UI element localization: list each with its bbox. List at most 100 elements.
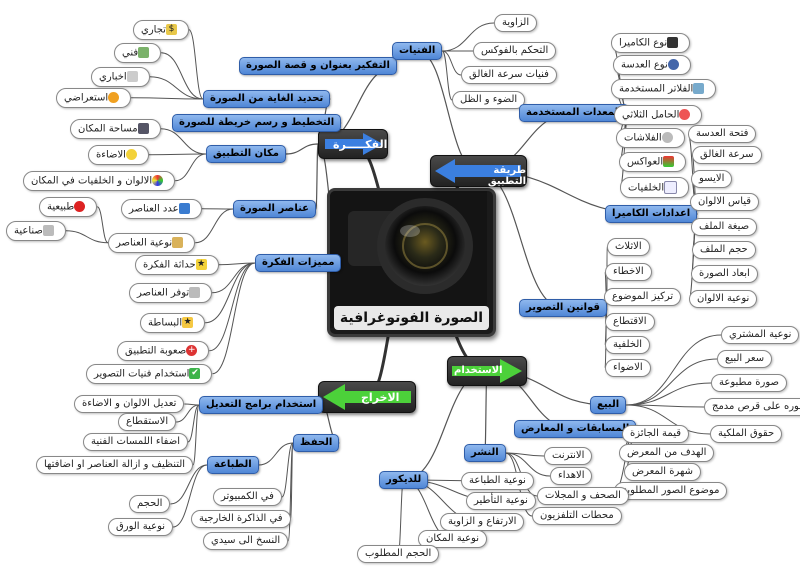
leaf-equip-backgrounds[interactable]: الخلفيات (620, 177, 690, 198)
leaf-publish-press[interactable]: الصحف و المجلات (537, 487, 629, 505)
leaf-decor-size[interactable]: الحجم المطلوب (357, 545, 440, 563)
leaf-equip-camera[interactable]: نوع الكاميرا (611, 33, 691, 53)
leaf-equip-flash[interactable]: الفلاشات (616, 128, 685, 148)
leaf-art-light-shadow[interactable]: الضوء و الظل (452, 91, 526, 109)
leaf-feature-techniques[interactable]: ✔استخدام فنيات التصوير (86, 364, 213, 384)
connector (161, 52, 204, 100)
leaf-purpose-news[interactable]: اخباري (91, 67, 150, 87)
leaf-art-angle[interactable]: الزاوية (494, 14, 538, 32)
node-decor[interactable]: للديكور (379, 471, 429, 489)
leaf-setting-color-type[interactable]: نوعية الالوان (689, 290, 758, 308)
leaf-decor-print[interactable]: نوعية الطباعة (461, 472, 534, 490)
leaf-place-light[interactable]: الاضاءة (88, 145, 149, 165)
star-icon: ★ (195, 259, 207, 270)
leaf-decor-frame[interactable]: نوعية التأطير (466, 492, 536, 510)
leaf-soft-crop[interactable]: الاستقطاع (118, 413, 177, 431)
branch-direction[interactable]: الاخراج (318, 381, 416, 413)
leaf-elements-count[interactable]: عدد العناصر (121, 199, 202, 219)
leaf-law-mistakes[interactable]: الاخطاء (605, 263, 652, 281)
leaf-soft-art[interactable]: اضفاء اللمسات الفنية (83, 433, 189, 451)
node-equipment[interactable]: المعدات المستخدمة (519, 104, 629, 122)
leaf-decor-height[interactable]: الارتفاع و الزاوية (440, 513, 525, 531)
node-purpose[interactable]: تحديد الغاية من الصورة (203, 90, 331, 108)
node-print[interactable]: الطباعة (207, 456, 259, 474)
leaf-purpose-showcase[interactable]: استعراضي (56, 88, 132, 108)
leaf-print-size[interactable]: الحجم (129, 495, 171, 513)
leaf-equip-tripod[interactable]: الحامل الثلاثي (614, 105, 703, 125)
leaf-law-lights[interactable]: الاضواء (605, 359, 651, 377)
leaf-equip-filters[interactable]: الفلاتر المستخدمة (611, 79, 717, 99)
leaf-art-shutter[interactable]: فنيات سرعة الغالق (461, 66, 557, 84)
leaf-decor-place[interactable]: نوعية المكان (418, 530, 487, 548)
node-elements[interactable]: عناصر الصورة (233, 200, 316, 218)
node-contests[interactable]: المسابقات و المعارض (514, 420, 637, 438)
leaf-contest-prize[interactable]: قيمة الجائزة (622, 425, 689, 443)
node-settings[interactable]: اعدادات الكاميرا (605, 205, 698, 223)
leaf-type-industrial[interactable]: صناعية (6, 221, 66, 241)
leaf-sale-cd[interactable]: صوره على قرص مدمج (704, 398, 800, 416)
leaf-place-colors[interactable]: الالوان و الخلفيات في المكان (23, 171, 176, 191)
node-save[interactable]: الحفظ (293, 434, 340, 452)
node-sale[interactable]: البيع (590, 396, 627, 414)
leaf-law-crop[interactable]: الاقتطاع (605, 313, 655, 331)
leaf-soft-color[interactable]: تعديل الالوان و الاضاءة (74, 395, 185, 413)
leaf-place-area[interactable]: مساحة المكان (70, 119, 161, 139)
leaf-publish-gift[interactable]: الاهداء (550, 467, 593, 485)
branch-usage[interactable]: الاستخدام (447, 356, 527, 386)
leaf-contest-goal[interactable]: الهدف من المعرض (619, 444, 715, 462)
leaf-save-external[interactable]: في الذاكرة الخارجية (191, 510, 291, 528)
leaf-purpose-commercial[interactable]: $تجاري (133, 20, 189, 40)
leaf-feature-difficulty[interactable]: +صعوبة التطبيق (117, 341, 210, 361)
leaf-setting-size[interactable]: حجم الملف (692, 241, 756, 259)
leaf-elements-type[interactable]: نوعية العناصر (108, 233, 196, 253)
node-place[interactable]: مكان التطبيق (206, 145, 286, 163)
leaf-sale-buyer[interactable]: نوعية المشتري (721, 326, 800, 344)
leaf-sale-price[interactable]: سعر البيع (717, 350, 773, 368)
node-title-story[interactable]: التفكير بعنوان و قصة الصورة (239, 57, 397, 75)
leaf-equip-lens[interactable]: نوع العدسة (613, 55, 691, 75)
leaf-art-focus[interactable]: التحكم بالفوكس (473, 42, 557, 60)
leaf-law-focus[interactable]: تركيز الموضوع (604, 288, 682, 306)
leaf-setting-format[interactable]: صيغة الملف (691, 218, 758, 236)
leaf-setting-iso[interactable]: الايسو (691, 170, 733, 188)
leaf-save-cd[interactable]: النسخ الى سيدي (203, 532, 289, 550)
connector (65, 230, 109, 244)
connector (187, 404, 200, 443)
lens-icon (667, 59, 679, 70)
leaf-feature-simplicity[interactable]: ★البساطة (140, 313, 206, 333)
node-features[interactable]: مميزات الفكرة (255, 254, 342, 272)
node-laws[interactable]: قوانين التصوير (519, 299, 607, 317)
node-publish[interactable]: النشر (464, 444, 506, 462)
leaf-print-paper[interactable]: نوعية الورق (108, 518, 174, 536)
leaf-type-natural[interactable]: طبيعية (39, 197, 98, 217)
leaf-purpose-art[interactable]: فني (114, 43, 162, 63)
leaf-publish-internet[interactable]: الانترنت (544, 447, 593, 465)
node-plan[interactable]: التخطيط و رسم خريطة للصورة (172, 114, 342, 132)
leaf-law-thirds[interactable]: الاثلاث (607, 238, 650, 256)
picture-icon (138, 47, 150, 58)
leaf-sale-rights[interactable]: حقوق الملكية (710, 425, 783, 443)
branch-idea[interactable]: الفكـــــرة (318, 129, 388, 159)
branch-direction-label: الاخراج (361, 391, 400, 404)
leaf-equip-reflectors[interactable]: العواكس (619, 152, 687, 172)
node-art[interactable]: الفنيات (392, 42, 443, 60)
leaf-contest-topic[interactable]: موضوع الصور المطلوبة (614, 482, 728, 500)
central-topic[interactable]: الصورة الفوتوغرافية الناجحة (327, 188, 496, 337)
connector (315, 143, 319, 210)
leaf-publish-tv[interactable]: محطات التلفزيون (532, 507, 622, 525)
leaf-feature-novelty[interactable]: ★حداثة الفكرة (135, 255, 219, 275)
flash-icon (661, 132, 673, 143)
leaf-law-background[interactable]: الخلفية (605, 336, 651, 354)
connector (96, 206, 109, 244)
leaf-setting-wb[interactable]: قياس الالوان (690, 193, 760, 211)
leaf-contest-fame[interactable]: شهرة المعرض (624, 463, 701, 481)
leaf-feature-availability[interactable]: توفر العناصر (129, 283, 213, 303)
leaf-sale-print[interactable]: صورة مطبوعة (711, 374, 787, 392)
leaf-setting-shutter[interactable]: سرعة الغالق (692, 146, 762, 164)
leaf-save-computer[interactable]: في الكمبيوتر (213, 488, 282, 506)
node-software[interactable]: استخدام برامج التعديل (199, 396, 324, 414)
leaf-setting-aperture[interactable]: فتحة العدسة (688, 125, 757, 143)
leaf-setting-dimensions[interactable]: ابعاد الصورة (691, 265, 758, 283)
leaf-soft-clean[interactable]: التنظيف و ازالة العناصر او اضافتها (36, 456, 194, 474)
branch-method[interactable]: طريقة التطبيق (430, 155, 527, 187)
